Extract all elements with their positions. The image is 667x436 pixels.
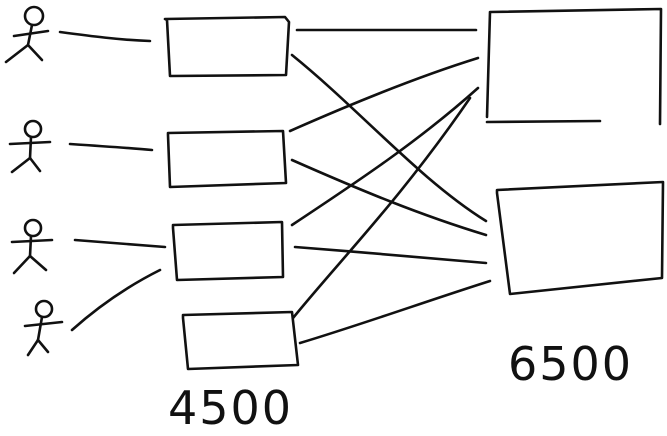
left-group-label: 4500 [168, 381, 293, 435]
link-line [298, 279, 492, 345]
link-line [293, 245, 488, 265]
right-box-bottom [495, 180, 665, 296]
left-box-1 [163, 15, 291, 78]
link-line [291, 96, 472, 320]
link-line [70, 268, 162, 332]
left-box-2 [166, 129, 288, 189]
right-group-label: 6500 [508, 337, 633, 391]
left-box-4 [181, 310, 300, 371]
person-icon [8, 119, 52, 174]
left-box-3 [171, 220, 285, 282]
link-line [73, 238, 167, 249]
person-icon [4, 5, 50, 64]
link-line [288, 56, 480, 133]
person-icon [10, 218, 54, 275]
link-line [68, 142, 154, 152]
person-icon [23, 299, 64, 357]
link-line [290, 53, 488, 223]
link-line [58, 30, 152, 43]
right-box-top [485, 7, 663, 126]
link-line [290, 86, 480, 227]
link-line [290, 158, 488, 237]
